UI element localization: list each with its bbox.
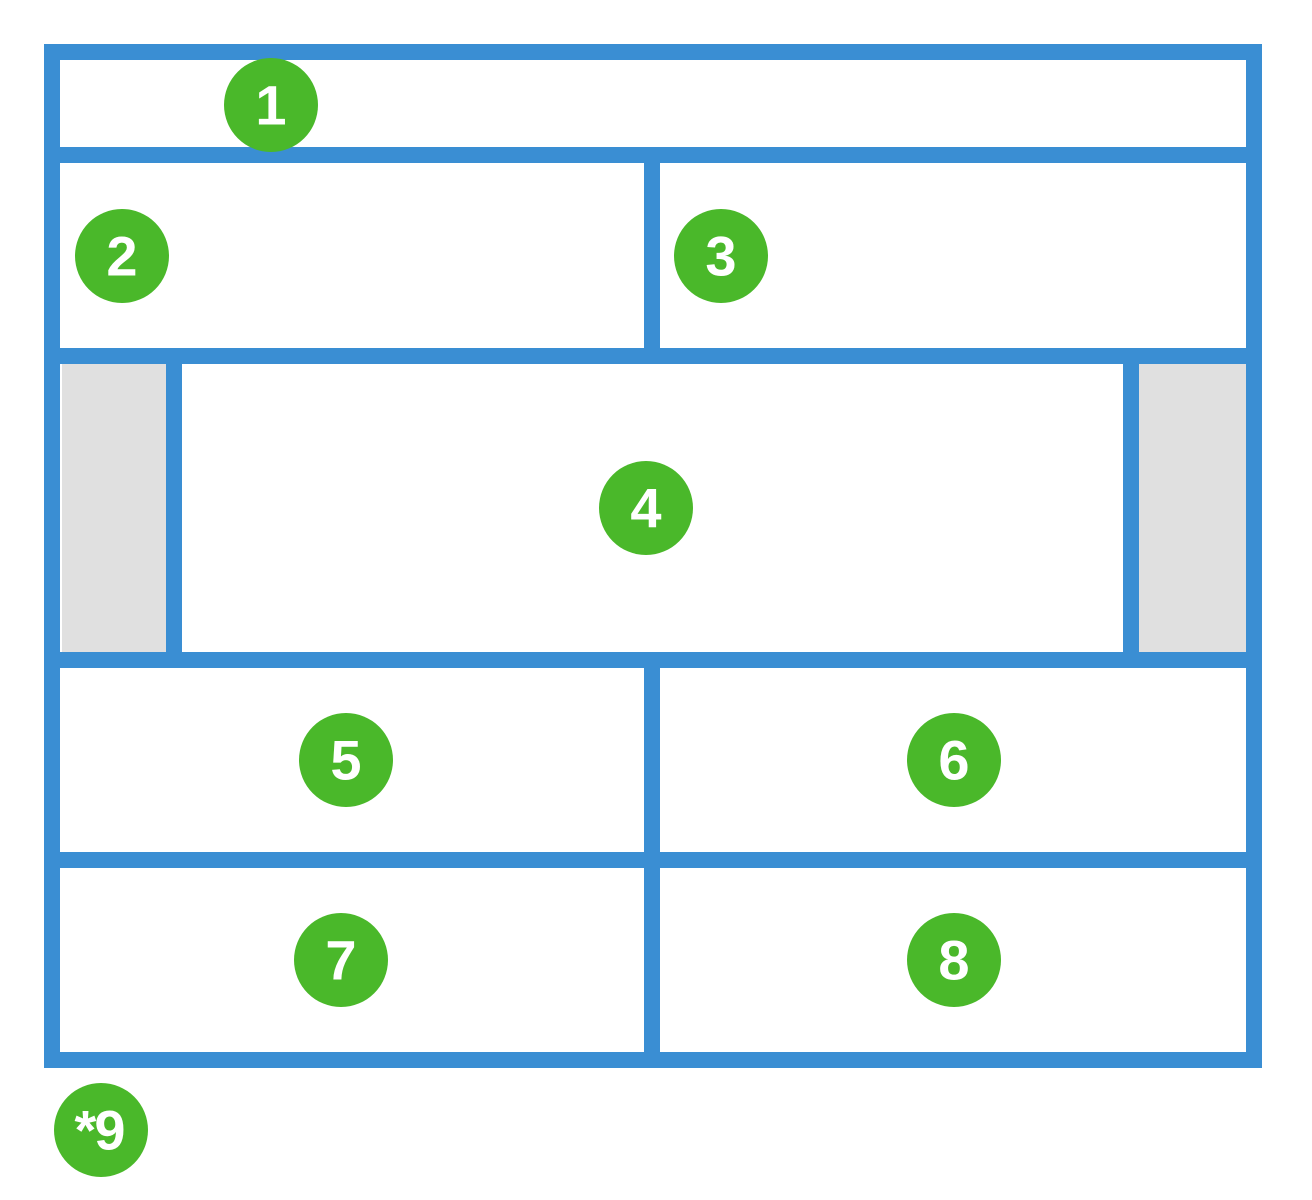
badge-3: 3 xyxy=(674,209,768,303)
badge-4-label: 4 xyxy=(630,477,661,540)
badge-1-label: 1 xyxy=(255,74,286,137)
badge-5-label: 5 xyxy=(330,729,361,792)
badge-8: 8 xyxy=(907,913,1001,1007)
badge-3-label: 3 xyxy=(705,225,736,288)
badge-7: 7 xyxy=(294,913,388,1007)
badge-5: 5 xyxy=(299,713,393,807)
badge-6: 6 xyxy=(907,713,1001,807)
left-side-panel xyxy=(62,364,168,654)
badge-9: *9 xyxy=(54,1083,148,1177)
badge-1: 1 xyxy=(224,58,318,152)
badge-2: 2 xyxy=(75,209,169,303)
right-side-panel xyxy=(1138,364,1246,654)
badge-7-label: 7 xyxy=(325,929,356,992)
badge-6-label: 6 xyxy=(938,729,969,792)
badge-4: 4 xyxy=(599,461,693,555)
badge-2-label: 2 xyxy=(106,225,137,288)
badge-9-label: *9 xyxy=(75,1099,125,1162)
badge-8-label: 8 xyxy=(938,929,969,992)
grid-lines xyxy=(44,44,1262,1068)
